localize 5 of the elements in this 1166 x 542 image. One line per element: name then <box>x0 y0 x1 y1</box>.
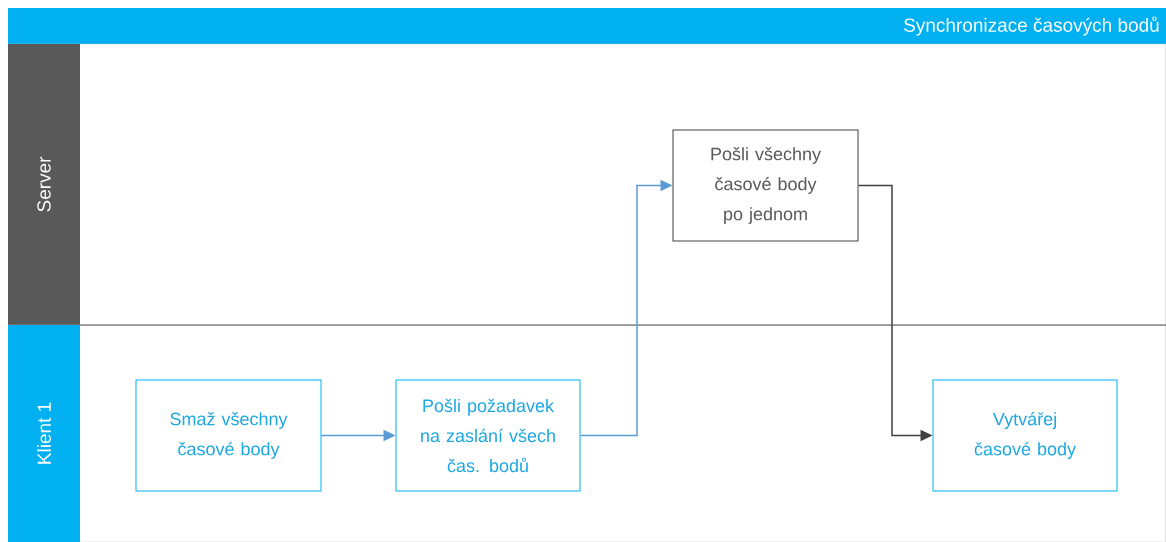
process-box: Pošli všechny časové body po jednom <box>672 129 859 242</box>
process-box: Smaž všechny časové body <box>135 379 322 492</box>
process-box: Pošli požadavek na zaslání všech čas. bodů <box>395 379 581 492</box>
title-bar: Synchronizace časových bodů <box>8 8 1166 44</box>
process-box: Vytvářej časové body <box>932 379 1118 492</box>
